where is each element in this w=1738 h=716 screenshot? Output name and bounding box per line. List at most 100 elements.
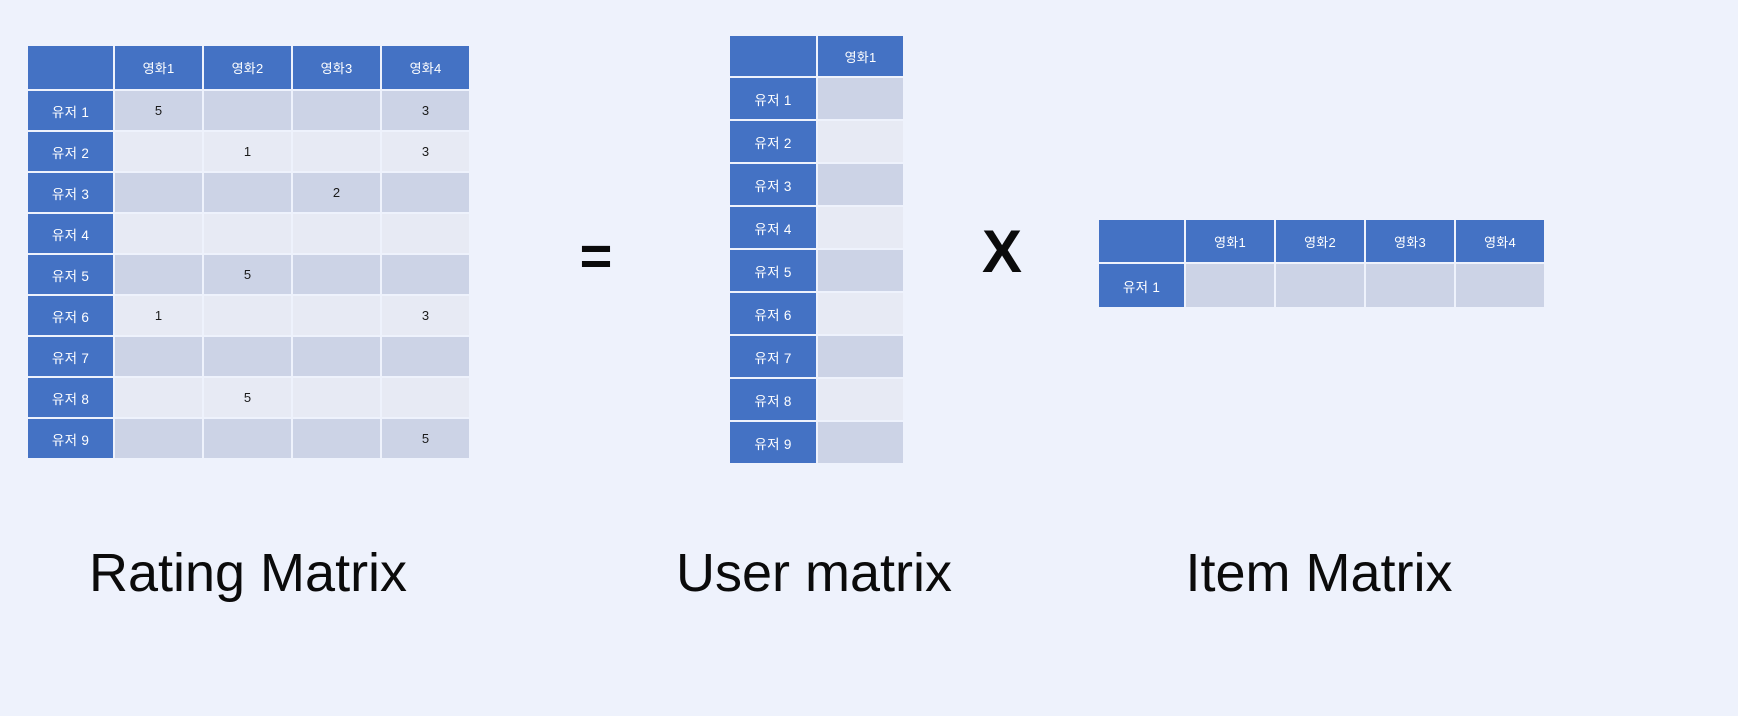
multiply-operator: X bbox=[981, 218, 1023, 285]
rating-matrix-cell-r2-c1 bbox=[115, 132, 202, 171]
rating-matrix-row: 유저 5 5 bbox=[28, 255, 469, 294]
user-matrix-row: 유저 7 bbox=[730, 336, 903, 377]
user-matrix-row-header-4: 유저 4 bbox=[730, 207, 816, 248]
item-matrix-caption: Item Matrix bbox=[1185, 543, 1453, 603]
rating-matrix-cell-r4-c1 bbox=[115, 214, 202, 253]
rating-matrix-cell-r7-c3 bbox=[293, 337, 380, 376]
rating-matrix-column-header-2: 영화2 bbox=[204, 46, 291, 89]
item-matrix-cell-r1-c2 bbox=[1276, 264, 1364, 307]
user-matrix-cell-r6-c1 bbox=[818, 293, 903, 334]
user-matrix-row-header-7: 유저 7 bbox=[730, 336, 816, 377]
user-matrix-row-header-3: 유저 3 bbox=[730, 164, 816, 205]
user-matrix-row: 유저 3 bbox=[730, 164, 903, 205]
user-matrix-caption: User matrix bbox=[675, 543, 952, 603]
user-matrix-cell-r8-c1 bbox=[818, 379, 903, 420]
rating-matrix-cell-r8-c1 bbox=[115, 378, 202, 417]
rating-matrix-row: 유저 4 bbox=[28, 214, 469, 253]
rating-matrix-cell-r1-c2 bbox=[204, 91, 291, 130]
item-matrix-column-header-3: 영화3 bbox=[1366, 220, 1454, 262]
rating-matrix-cell-r6-c4: 3 bbox=[382, 296, 469, 335]
user-matrix-cell-r9-c1 bbox=[818, 422, 903, 463]
rating-matrix-column-header-3: 영화3 bbox=[293, 46, 380, 89]
user-matrix-row: 유저 2 bbox=[730, 121, 903, 162]
user-matrix-row: 유저 4 bbox=[730, 207, 903, 248]
rating-matrix-cell-r9-c1 bbox=[115, 419, 202, 458]
rating-matrix-cell-r8-c4 bbox=[382, 378, 469, 417]
rating-matrix-cell-r5-c3 bbox=[293, 255, 380, 294]
item-matrix-cell-r1-c4 bbox=[1456, 264, 1544, 307]
rating-matrix-column-header-1: 영화1 bbox=[115, 46, 202, 89]
user-matrix-header-row: 영화1 bbox=[730, 36, 903, 76]
rating-matrix-cell-r7-c4 bbox=[382, 337, 469, 376]
item-matrix-column-header-4: 영화4 bbox=[1456, 220, 1544, 262]
rating-matrix-cell-r1-c3 bbox=[293, 91, 380, 130]
user-matrix-row: 유저 1 bbox=[730, 78, 903, 119]
rating-matrix-cell-r2-c4: 3 bbox=[382, 132, 469, 171]
user-matrix-row-header-2: 유저 2 bbox=[730, 121, 816, 162]
rating-matrix-row-header-7: 유저 7 bbox=[28, 337, 113, 376]
rating-matrix-row-header-8: 유저 8 bbox=[28, 378, 113, 417]
rating-matrix-cell-r5-c2: 5 bbox=[204, 255, 291, 294]
user-matrix-column-header-1: 영화1 bbox=[818, 36, 903, 76]
rating-matrix-cell-r3-c4 bbox=[382, 173, 469, 212]
item-matrix-column-header-1: 영화1 bbox=[1186, 220, 1274, 262]
item-matrix-cell-r1-c1 bbox=[1186, 264, 1274, 307]
rating-matrix-cell-r7-c2 bbox=[204, 337, 291, 376]
user-matrix-cell-r3-c1 bbox=[818, 164, 903, 205]
rating-matrix-row-header-4: 유저 4 bbox=[28, 214, 113, 253]
rating-matrix-cell-r6-c2 bbox=[204, 296, 291, 335]
user-matrix-row-header-8: 유저 8 bbox=[730, 379, 816, 420]
user-matrix-cell-r5-c1 bbox=[818, 250, 903, 291]
user-matrix-cell-r2-c1 bbox=[818, 121, 903, 162]
rating-matrix-cell-r5-c1 bbox=[115, 255, 202, 294]
rating-matrix-cell-r9-c3 bbox=[293, 419, 380, 458]
rating-matrix-row-header-1: 유저 1 bbox=[28, 91, 113, 130]
rating-matrix-cell-r6-c1: 1 bbox=[115, 296, 202, 335]
rating-matrix-cell-r2-c2: 1 bbox=[204, 132, 291, 171]
rating-matrix-row-header-9: 유저 9 bbox=[28, 419, 113, 458]
user-matrix-row: 유저 5 bbox=[730, 250, 903, 291]
rating-matrix-cell-r5-c4 bbox=[382, 255, 469, 294]
rating-matrix-row: 유저 7 bbox=[28, 337, 469, 376]
user-matrix-cell-r7-c1 bbox=[818, 336, 903, 377]
user-matrix-row: 유저 8 bbox=[730, 379, 903, 420]
rating-matrix-row-header-5: 유저 5 bbox=[28, 255, 113, 294]
rating-matrix-cell-r4-c2 bbox=[204, 214, 291, 253]
item-matrix-row: 유저 1 bbox=[1099, 264, 1544, 307]
rating-matrix-row-header-3: 유저 3 bbox=[28, 173, 113, 212]
rating-matrix-cell-r3-c2 bbox=[204, 173, 291, 212]
rating-matrix-cell-r1-c1: 5 bbox=[115, 91, 202, 130]
rating-matrix-cell-r2-c3 bbox=[293, 132, 380, 171]
rating-matrix-cell-r6-c3 bbox=[293, 296, 380, 335]
rating-matrix-cell-r9-c2 bbox=[204, 419, 291, 458]
user-matrix-row: 유저 9 bbox=[730, 422, 903, 463]
user-matrix-row: 유저 6 bbox=[730, 293, 903, 334]
rating-matrix-cell-r7-c1 bbox=[115, 337, 202, 376]
rating-matrix-cell-r4-c4 bbox=[382, 214, 469, 253]
user-matrix-row-header-5: 유저 5 bbox=[730, 250, 816, 291]
item-matrix-row-header-1: 유저 1 bbox=[1099, 264, 1184, 307]
rating-matrix-cell-r8-c3 bbox=[293, 378, 380, 417]
user-matrix-cell-r1-c1 bbox=[818, 78, 903, 119]
rating-matrix-column-header-4: 영화4 bbox=[382, 46, 469, 89]
user-matrix-row-header-9: 유저 9 bbox=[730, 422, 816, 463]
user-matrix-cell-r4-c1 bbox=[818, 207, 903, 248]
user-matrix-corner-cell bbox=[730, 36, 816, 76]
rating-matrix-cell-r3-c1 bbox=[115, 173, 202, 212]
rating-matrix-cell-r4-c3 bbox=[293, 214, 380, 253]
user-matrix-row-header-6: 유저 6 bbox=[730, 293, 816, 334]
